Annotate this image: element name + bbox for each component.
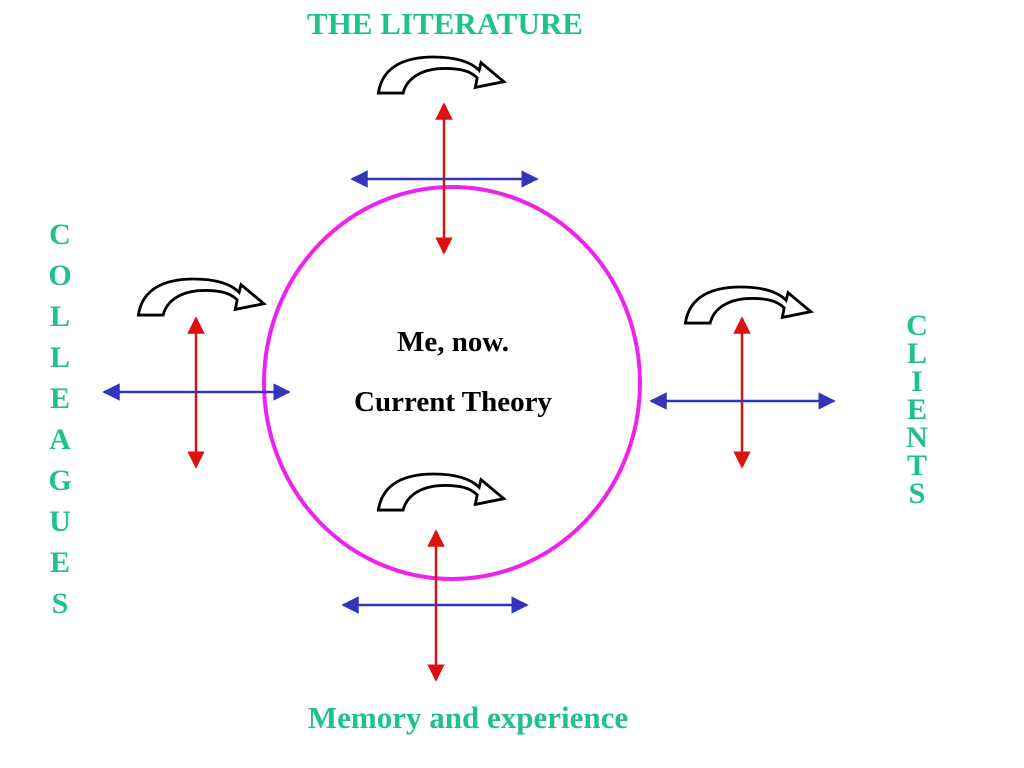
- vertical-label-letter: N: [906, 421, 928, 454]
- curved-arrow-icon-top: [376, 55, 506, 95]
- vertical-label-letter: O: [48, 259, 72, 292]
- vertical-label-letter: S: [51, 587, 69, 620]
- vertical-label-letter: E: [49, 546, 70, 579]
- label-current-theory: Current Theory: [354, 386, 552, 418]
- vertical-label-letter: U: [49, 505, 71, 538]
- label-the-literature: THE LITERATURE: [307, 6, 583, 41]
- vertical-label-letter: L: [49, 341, 70, 374]
- curved-arrow-icon-left: [136, 277, 266, 317]
- vertical-label-letter: I: [911, 365, 923, 398]
- vertical-label-letter: A: [49, 423, 71, 456]
- vertical-label-letter: G: [48, 464, 72, 497]
- label-memory-and-experience: Memory and experience: [307, 700, 629, 735]
- curved-arrow-icon-bottom: [376, 472, 506, 512]
- label-me-now: Me, now.: [397, 326, 509, 358]
- vertical-label-letter: C: [906, 309, 928, 342]
- vertical-label-letter: E: [906, 393, 927, 426]
- vertical-label-letter: L: [49, 300, 70, 333]
- center-circle: [262, 185, 642, 581]
- vertical-label-letter: S: [908, 477, 926, 510]
- vertical-label-letter: L: [906, 337, 927, 370]
- vertical-label-letter: E: [49, 382, 70, 415]
- curved-arrow-icon-right: [683, 285, 813, 325]
- vertical-label-letter: T: [906, 449, 927, 482]
- vertical-label-letter: C: [49, 218, 71, 251]
